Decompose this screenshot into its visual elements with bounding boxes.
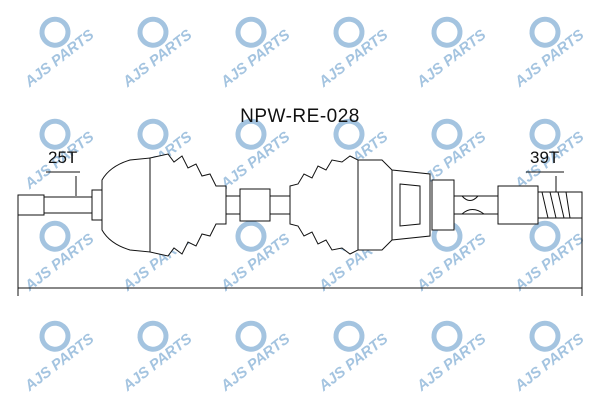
ajs-parts-logo-icon: AJS PARTS (511, 320, 587, 395)
right-spline-teeth (541, 191, 571, 219)
ajs-parts-logo-icon: AJS PARTS (21, 320, 97, 395)
ajs-parts-logo-icon: AJS PARTS (119, 320, 195, 395)
right-spline-teeth-label: 39T (530, 148, 560, 167)
ajs-parts-logo-icon: AJS PARTS (413, 16, 489, 91)
ajs-parts-logo-icon: AJS PARTS (217, 320, 293, 395)
part-number-label: NPW-RE-028 (240, 106, 360, 127)
bearing-seat (497, 185, 539, 225)
ajs-parts-logo-icon: AJS PARTS (217, 16, 293, 91)
ajs-parts-logo-icon: AJS PARTS (413, 320, 489, 395)
ajs-parts-logo-icon: AJS PARTS (21, 16, 97, 91)
ajs-parts-logo-icon: AJS PARTS (511, 16, 587, 91)
ajs-parts-logo-icon: AJS PARTS (511, 118, 587, 193)
ajs-parts-logo-icon: AJS PARTS (119, 16, 195, 91)
ajs-parts-logo-icon: AJS PARTS (217, 118, 293, 193)
left-spline-teeth-label: 25T (48, 148, 78, 167)
left-spline-stub (17, 194, 45, 216)
right-cv-boot (289, 155, 359, 255)
damper-ring (431, 179, 455, 231)
left-shaft-neck (91, 189, 103, 221)
left-cv-boot (149, 153, 227, 257)
ajs-parts-logo-icon: AJS PARTS (217, 220, 293, 295)
inner-joint-housing (357, 159, 431, 251)
bar-shaft-left (225, 195, 241, 215)
bar-shaft-collar (239, 188, 271, 222)
ajs-parts-logo-icon: AJS PARTS (511, 220, 587, 295)
left-cv-housing (101, 157, 151, 253)
ajs-parts-logo-icon: AJS PARTS (315, 16, 391, 91)
ajs-parts-logo-icon: AJS PARTS (21, 220, 97, 295)
stub-shaft-curve (461, 195, 485, 215)
bar-shaft-right (269, 195, 291, 215)
stub-shaft (453, 195, 499, 215)
ajs-parts-logo-icon: AJS PARTS (21, 118, 97, 193)
inner-joint-bell (399, 183, 421, 227)
ajs-parts-logo-icon: AJS PARTS (315, 320, 391, 395)
